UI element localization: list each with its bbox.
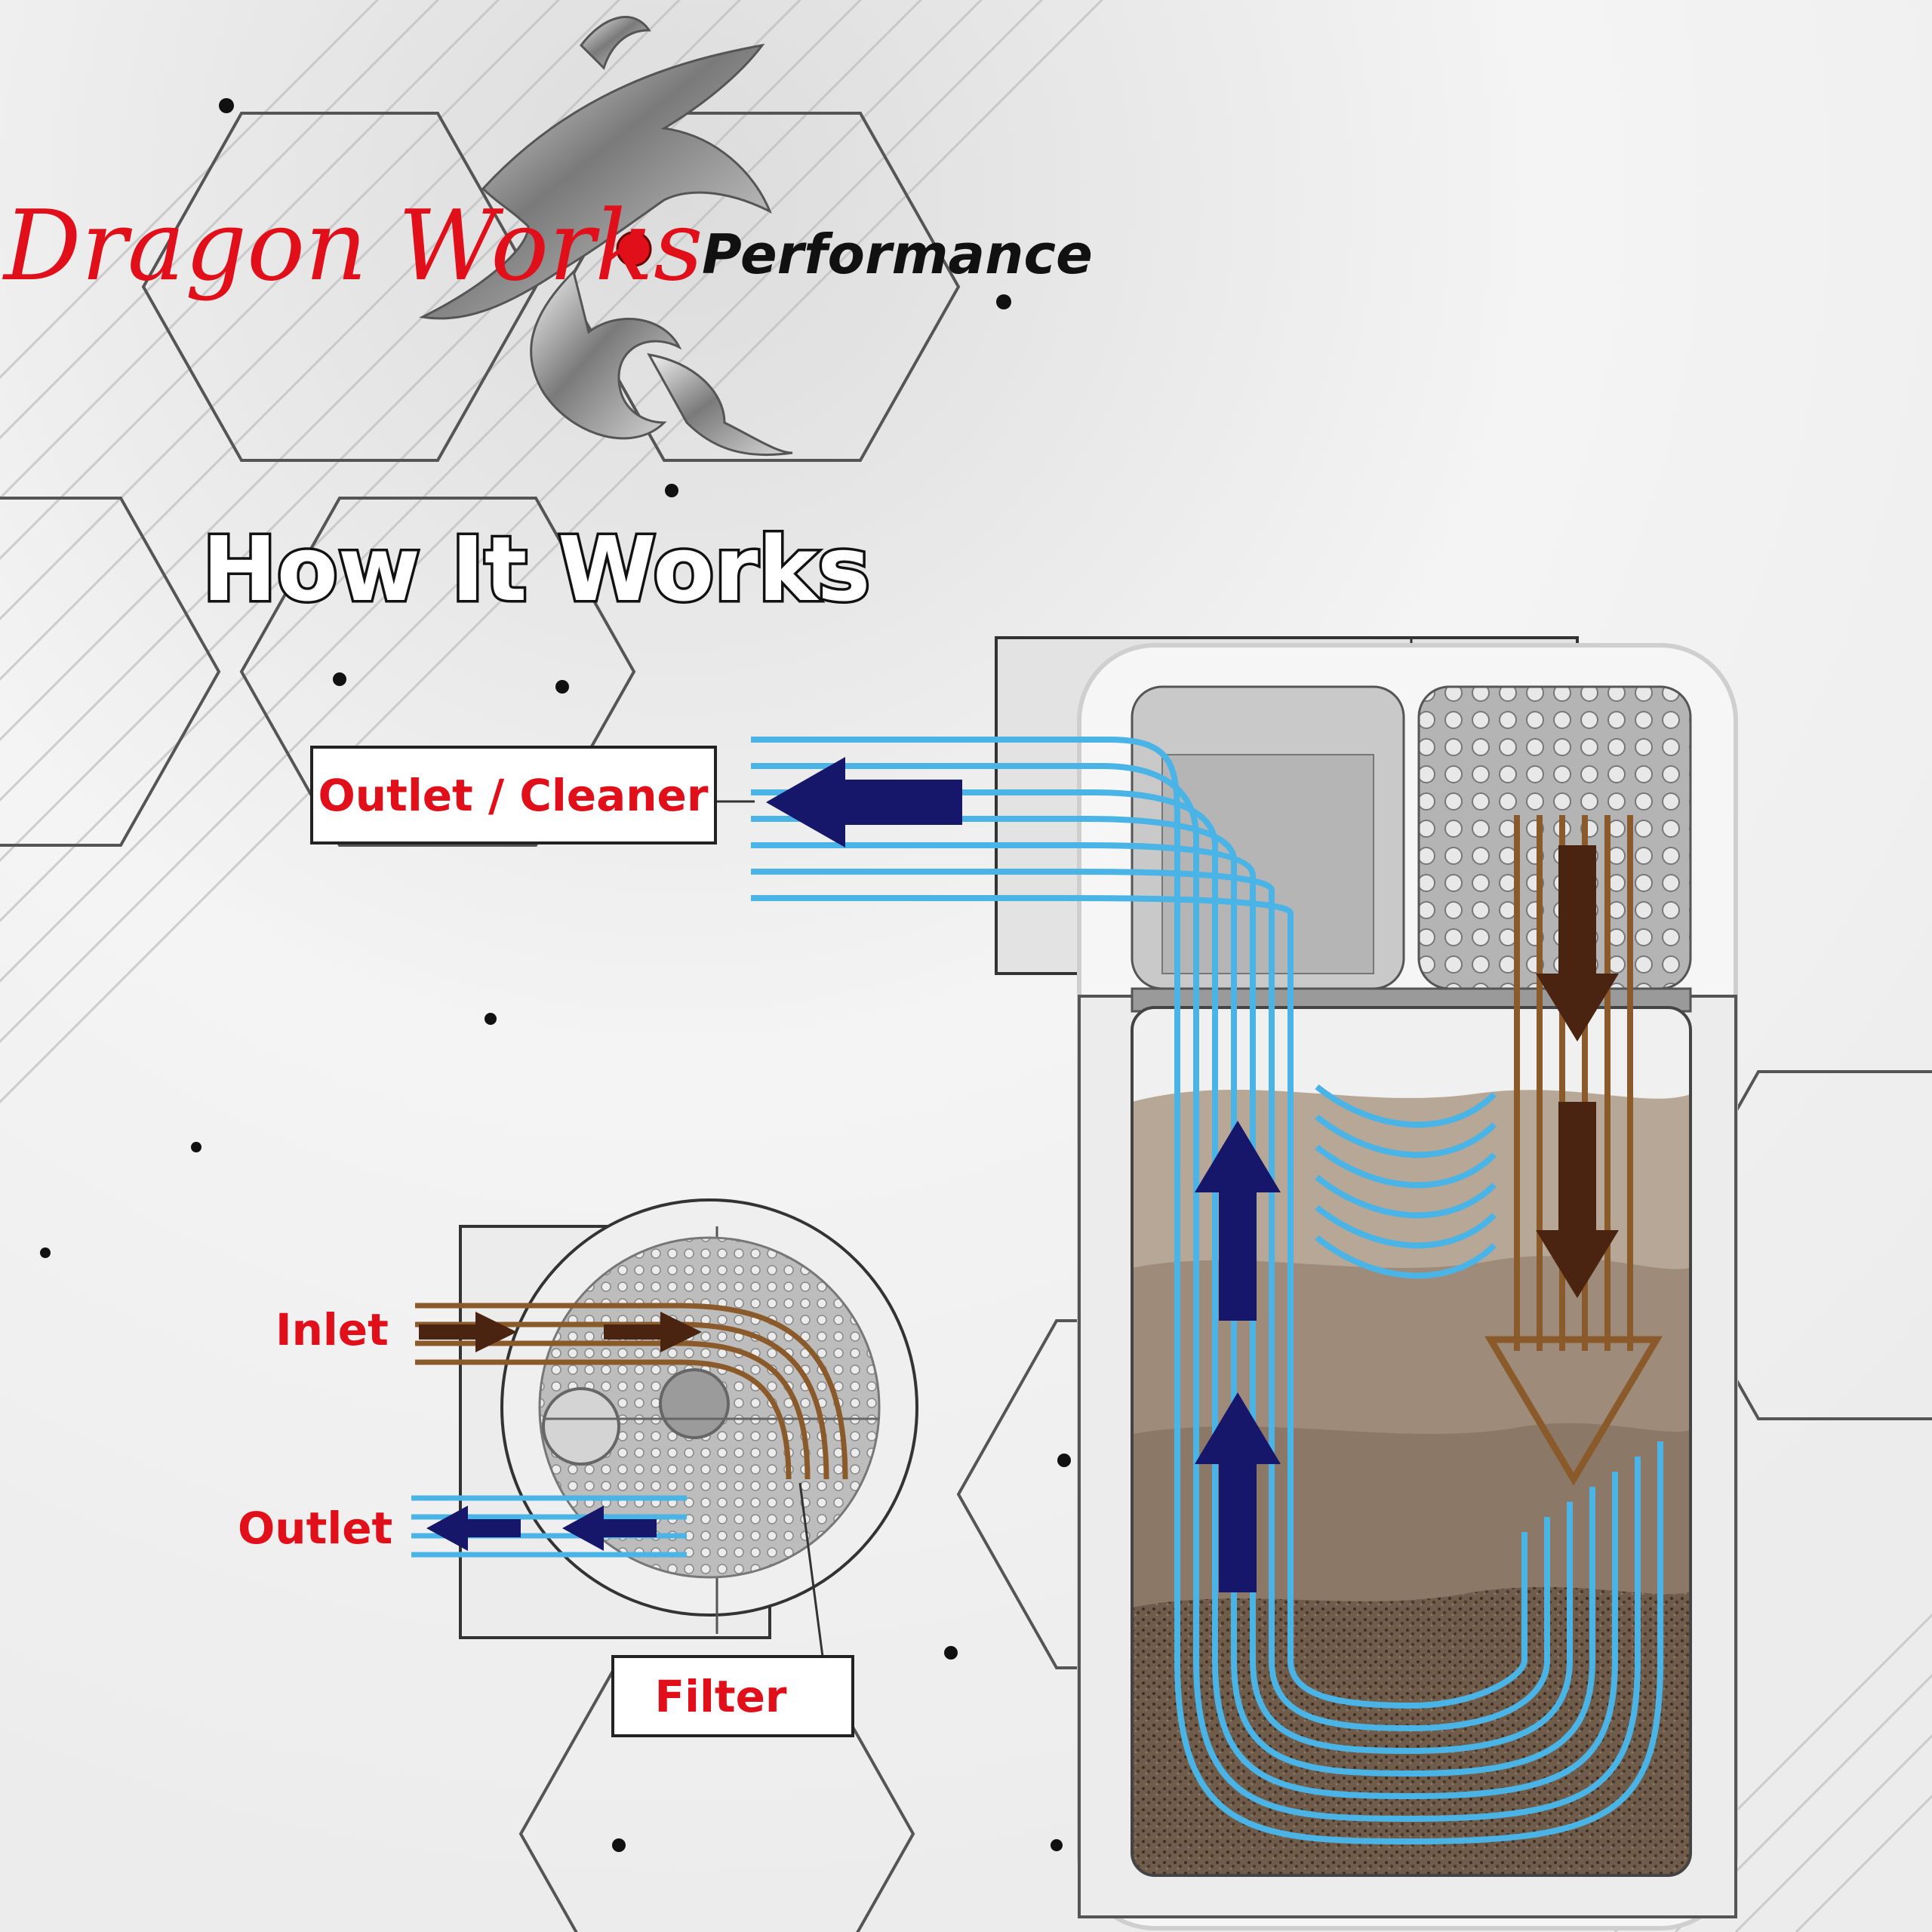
down-arrow-icon-lower: [1536, 1102, 1619, 1298]
clean-water-flow-main: [751, 737, 1663, 1845]
inset-dirty-flow: [415, 1303, 848, 1480]
inset-inlet-arrow-icon-1: [419, 1312, 517, 1352]
brand-name: Dragon Works: [2, 190, 703, 303]
filter-inset: [459, 1198, 918, 1639]
inset-inlet-arrow-icon-2: [604, 1312, 702, 1352]
down-arrow-icon-upper: [1536, 845, 1619, 1041]
inset-outlet-arrow-icon-2: [562, 1506, 657, 1551]
dirty-flow-hollow-arrow-icon: [1484, 1336, 1663, 1486]
filter-label: Filter: [654, 1671, 786, 1722]
inlet-label: Inlet: [275, 1304, 389, 1355]
up-arrow-icon-upper: [1195, 1121, 1281, 1321]
inset-outlet-arrow-icon-1: [426, 1506, 521, 1551]
clean-water-flow-swirl: [1315, 1084, 1497, 1279]
filter-callout: [611, 1655, 854, 1737]
outlet-cleaner-label: Outlet / Cleaner: [318, 770, 709, 821]
outlet-label: Outlet: [238, 1503, 392, 1554]
outlet-cleaner-callout: [310, 746, 717, 844]
outlet-arrow-left-icon: [766, 757, 962, 848]
brand-tagline: Performance: [702, 223, 1093, 286]
page-title: How It Works: [202, 517, 870, 621]
dragon-logo-icon: [419, 16, 793, 457]
background-node-dots: [40, 98, 1071, 1852]
main-unit: [995, 636, 1738, 1930]
up-arrow-icon-lower: [1195, 1392, 1281, 1592]
filter-leader: [798, 1482, 824, 1657]
